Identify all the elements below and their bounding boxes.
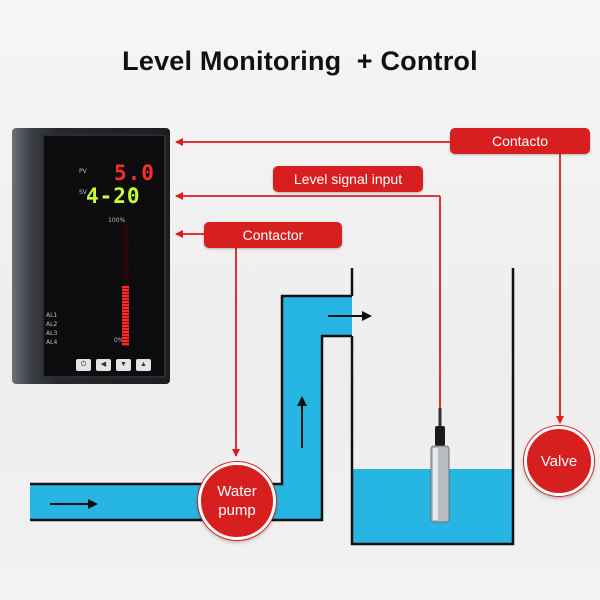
pv-display: 5.0 (114, 161, 155, 185)
sv-display: 4-20 (86, 184, 141, 208)
down-button[interactable]: ▼ (116, 359, 131, 371)
pipe-outline (30, 294, 352, 522)
flow-arrow-riser (297, 396, 307, 448)
alarm-label-1: AL1 (46, 312, 58, 319)
power-button[interactable]: ⏻ (76, 359, 91, 371)
callout-level-signal: Level signal input (273, 166, 423, 192)
level-sensor-probe (430, 408, 450, 523)
up-button[interactable]: ▲ (136, 359, 151, 371)
valve: Valve (524, 426, 594, 496)
level-bargraph-fill (122, 286, 129, 346)
signal-line-level (175, 192, 441, 408)
level-bargraph (122, 222, 129, 346)
alarm-label-2: AL2 (46, 321, 58, 328)
pv-label: PV (79, 168, 87, 175)
left-button[interactable]: ◀ (96, 359, 111, 371)
scale-top-label: 100% (108, 217, 126, 224)
callout-contactor: Contactor (204, 222, 342, 248)
diagram-title: Level Monitoring + Control (122, 46, 478, 76)
callout-contacto: Contacto (450, 128, 590, 154)
signal-line-contactor (175, 230, 240, 457)
water-pump: Water pump (198, 462, 276, 540)
tank-walls (350, 268, 515, 546)
water-pump-label: Water pump (217, 483, 257, 519)
alarm-label-3: AL3 (46, 330, 58, 337)
alarm-label-4: AL4 (46, 339, 58, 346)
scale-bottom-label: 0% (114, 337, 124, 344)
flow-arrow-outlet (328, 311, 372, 321)
flow-arrow-inlet (50, 499, 98, 509)
valve-label: Valve (540, 452, 578, 470)
controller-face: PV 5.0 SV 4-20 100% 0% AL1 AL2 AL3 AL4 ⏻… (42, 134, 166, 378)
level-controller: PV 5.0 SV 4-20 100% 0% AL1 AL2 AL3 AL4 ⏻… (12, 128, 170, 384)
sv-label: SV (79, 189, 87, 196)
